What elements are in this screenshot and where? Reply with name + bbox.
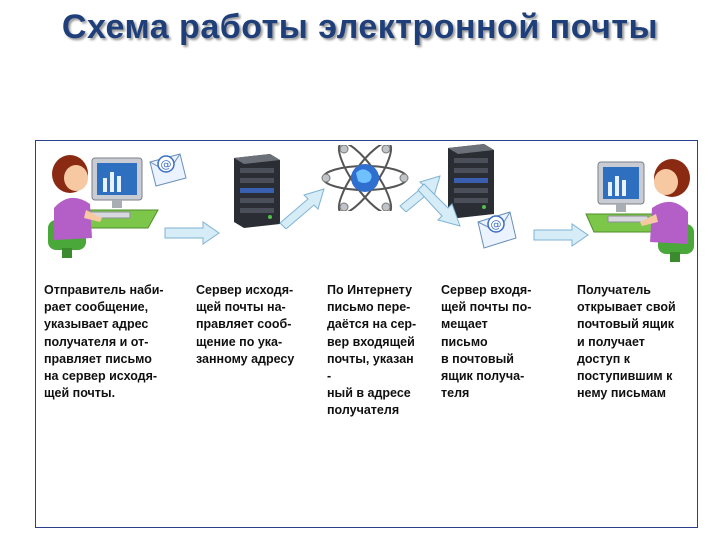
svg-text:@: @ [491,218,502,231]
server-icon [448,144,494,218]
step-recipient-text: Получатель открывает свой почтовый ящик … [577,283,676,401]
svg-text:@: @ [161,158,172,171]
arrow-server-to-mailbox [417,183,461,227]
page-title: Схема работы электронной почты [61,8,659,46]
step-outgoing-server-text: Сервер исходя- щей почты на- правляет со… [196,283,295,366]
step-internet-text: По Интернету письмо пере- даётся на сер-… [327,283,417,418]
internet-globe-icon [321,145,409,211]
arrow-server-to-recipient [533,223,589,247]
email-envelope-icon: @ [477,211,517,249]
diagram-frame [35,140,698,528]
email-envelope-icon: @ [149,153,187,187]
step-sender-text: Отправитель наби- рает сообщение, указыв… [44,283,164,401]
arrow-sender-to-server [164,221,220,245]
arrow-server-to-internet [279,188,325,229]
server-icon [234,154,280,228]
step-incoming-server-text: Сервер входя- щей почты по- мещает письм… [441,283,532,401]
sender-person-icon [48,155,159,258]
recipient-person-icon [585,159,694,262]
